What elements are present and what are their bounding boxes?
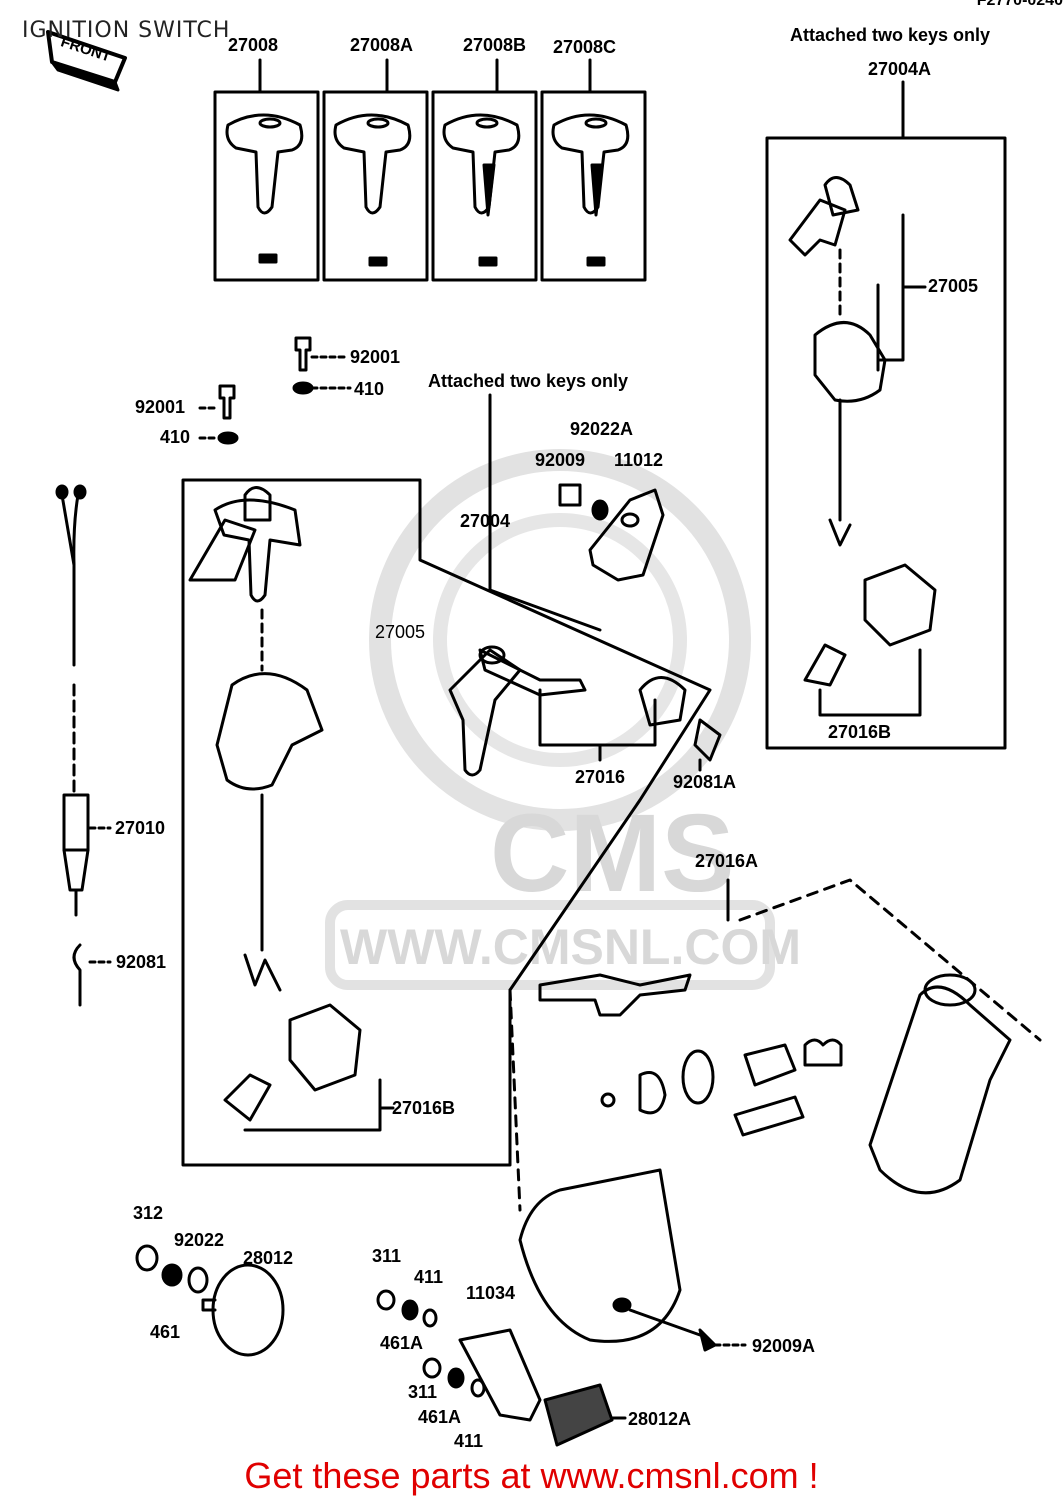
label-92081A: 92081A <box>673 772 737 792</box>
label-411-bottom: 411 <box>454 1431 484 1451</box>
label-410-left: 410 <box>160 427 191 447</box>
key-panel-27008C <box>540 58 647 282</box>
label-92081: 92081 <box>116 952 167 972</box>
watermark-brand: CMS <box>490 792 735 915</box>
label-11034: 11034 <box>466 1283 516 1303</box>
nuts-311-411 <box>376 1289 486 1398</box>
label-92001-top: 92001 <box>350 347 401 367</box>
label-27016A: 27016A <box>695 851 759 871</box>
lock-assembly-27016A <box>508 878 1042 1212</box>
bracket-11034 <box>458 1168 747 1447</box>
label-27008C: 27008C <box>553 37 617 57</box>
footer-link[interactable]: Get these parts at www.cmsnl.com ! <box>244 1455 819 1496</box>
label-27008: 27008 <box>228 35 279 55</box>
page-title: IGNITION SWITCH <box>22 18 231 43</box>
label-311-bottom: 311 <box>408 1382 438 1402</box>
key-panel-27008A <box>322 58 429 282</box>
label-312: 312 <box>133 1203 164 1223</box>
label-28012: 28012 <box>243 1248 294 1268</box>
label-92009: 92009 <box>535 450 586 470</box>
label-27016B-left: 27016B <box>392 1098 456 1118</box>
label-411-top: 411 <box>414 1267 444 1287</box>
label-27008B: 27008B <box>463 35 527 55</box>
label-92022A: 92022A <box>570 419 634 439</box>
key-panel-27008B <box>431 58 538 282</box>
label-27008A: 27008A <box>350 35 414 55</box>
label-461A-top: 461A <box>380 1333 424 1353</box>
label-410-top: 410 <box>354 379 385 399</box>
reference-code: F2770-0240 <box>976 0 1063 9</box>
label-311-top: 311 <box>372 1246 402 1266</box>
label-27005-center: 27005 <box>375 622 426 642</box>
label-27016B-right: 27016B <box>828 722 892 742</box>
label-27004: 27004 <box>460 511 511 531</box>
label-92022: 92022 <box>174 1230 225 1250</box>
label-27005-right: 27005 <box>928 276 979 296</box>
watermark-url: WWW.CMSNL.COM <box>340 919 802 975</box>
label-461: 461 <box>150 1322 181 1342</box>
label-92001-left: 92001 <box>135 397 186 417</box>
screw-92001-top-icon <box>292 336 352 395</box>
cap-28012 <box>135 1244 285 1357</box>
assembly-box-27004 <box>181 393 722 1167</box>
label-27016: 27016 <box>575 767 626 787</box>
note-attached-keys-center: Attached two keys only <box>428 371 629 391</box>
key-panel-27008 <box>213 58 320 282</box>
label-27004A: 27004A <box>868 59 932 79</box>
label-28012A: 28012A <box>628 1409 692 1429</box>
label-27010: 27010 <box>115 818 166 838</box>
note-attached-keys-right: Attached two keys only <box>790 25 991 45</box>
label-11012: 11012 <box>614 450 664 470</box>
assembly-box-27004A <box>765 80 1007 750</box>
label-92009A: 92009A <box>752 1336 816 1356</box>
label-461A-bottom: 461A <box>418 1407 462 1427</box>
wire-harness-27010 <box>55 484 112 1007</box>
screw-92001-left-icon <box>198 384 239 445</box>
front-badge-icon <box>46 30 127 92</box>
